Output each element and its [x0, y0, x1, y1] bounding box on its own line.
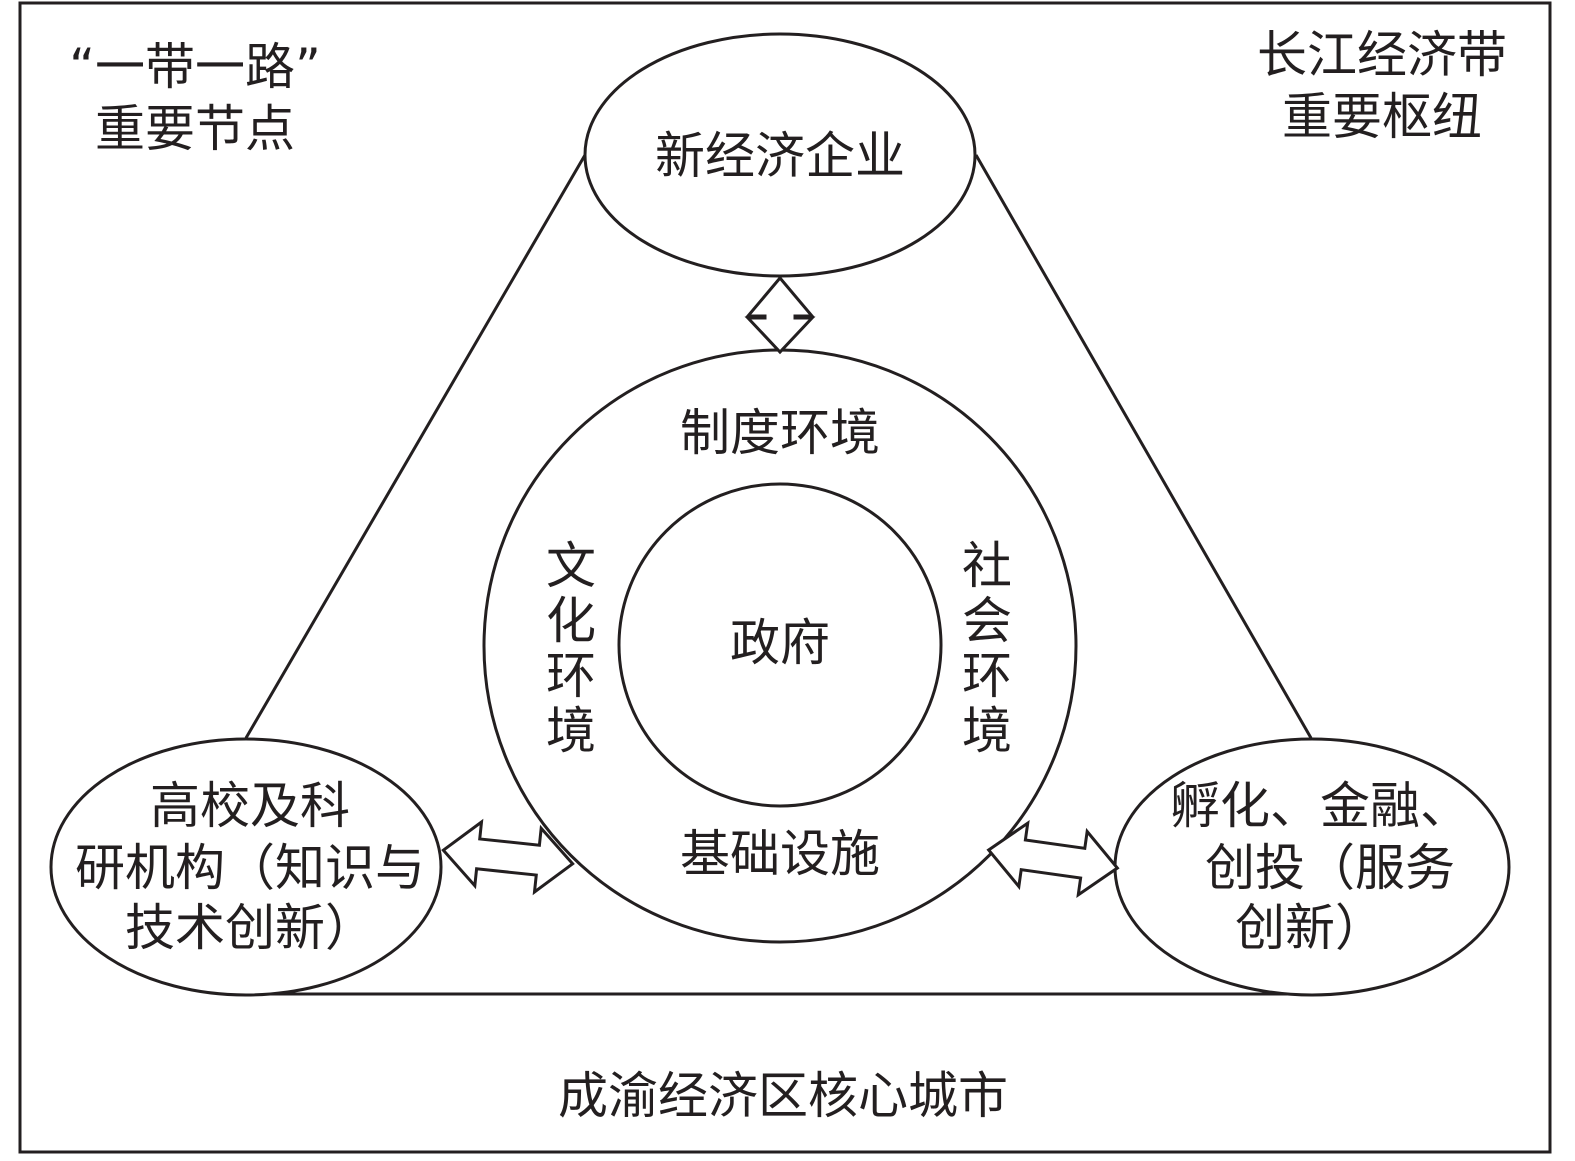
ring-left-char-4: 境: [546, 702, 596, 760]
corner-top-right-line2: 重要枢纽: [1282, 88, 1482, 146]
ring-right-char-3: 环: [962, 647, 1012, 705]
node-left-line2: 研机构（知识与: [75, 839, 425, 897]
edge-top-left: [244, 154, 587, 739]
node-right-line1: 孵化、金融、: [1170, 777, 1470, 835]
node-left-line3: 技术创新）: [125, 899, 375, 957]
ring-bottom-label: 基础设施: [680, 825, 880, 883]
corner-top-left-line2: 重要节点: [95, 100, 295, 158]
node-right-line2: 创投（服务: [1205, 839, 1455, 897]
corner-top-left-line1: “一带一路”: [69, 38, 321, 96]
corner-top-right-line1: 长江经济带: [1257, 26, 1507, 84]
government-circle: [617, 482, 943, 808]
node-top-label: 新经济企业: [655, 127, 905, 185]
node-left-line1: 高校及科: [150, 777, 350, 835]
node-left-ellipse: [49, 737, 443, 997]
ring-left-char-3: 环: [546, 647, 596, 705]
ring-right-char-2: 会: [962, 592, 1012, 650]
double-arrow-right: [986, 819, 1120, 899]
ring-right-char-1: 社: [962, 537, 1012, 595]
double-arrow-left: [441, 818, 575, 896]
ring-right-char-4: 境: [962, 702, 1012, 760]
ring-left-char-2: 化: [546, 592, 596, 650]
center-label: 政府: [730, 614, 830, 672]
edge-top-right: [974, 154, 1313, 739]
double-arrow-top: [744, 275, 816, 355]
ring-top-label: 制度环境: [680, 404, 880, 462]
outer-frame: [18, 1, 1552, 1154]
node-right-line3: 创新）: [1235, 899, 1385, 957]
ring-left-char-1: 文: [546, 537, 596, 595]
bottom-caption: 成渝经济区核心城市: [558, 1067, 1008, 1125]
